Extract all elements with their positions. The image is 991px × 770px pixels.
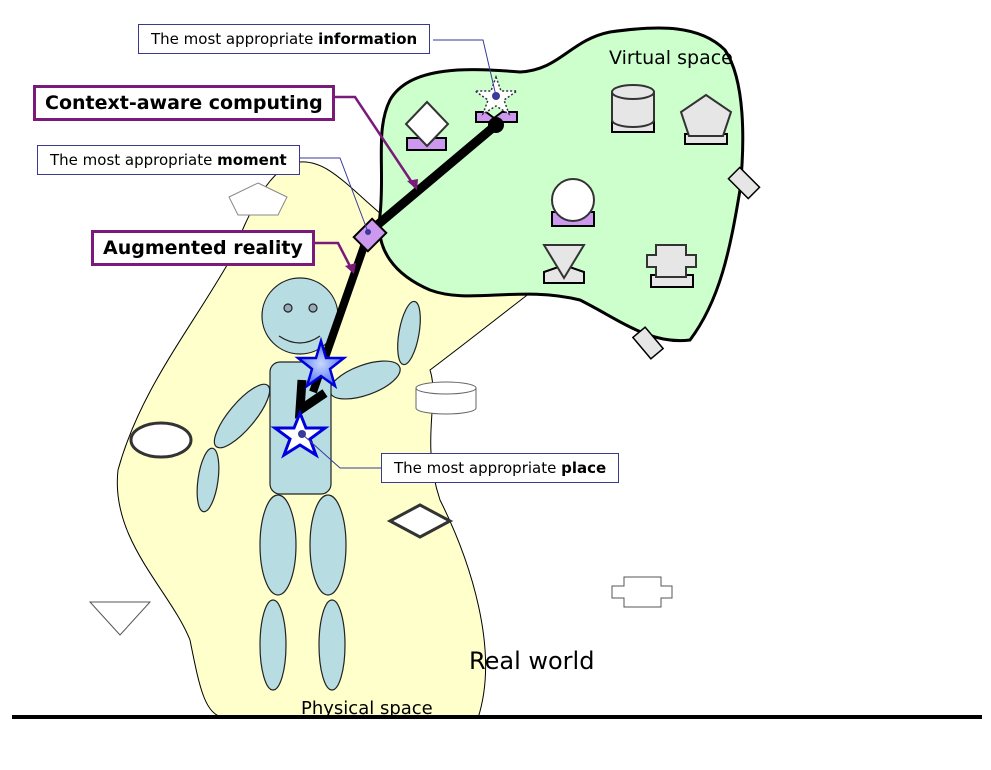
virtual-space-title: Virtual space [609,47,733,69]
information-leader [433,39,497,97]
place-leader [301,433,382,469]
information-label-bold: information [318,30,418,48]
augmented-reality-callout: Augmented reality [91,230,315,266]
virtual-diamond-object [404,100,450,151]
moment-label-bold: moment [217,151,287,169]
moment-marker [352,217,388,253]
virtual-triangle-object [542,244,586,284]
physical-space-title: Physical space [301,698,433,719]
information-label: The most appropriate information [138,24,431,54]
person-figure [196,277,421,691]
augmented-reality-arrow [307,241,354,271]
place-label-prefix: The most appropriate [394,459,562,477]
edge-marker-bottom [631,326,665,360]
ar-star-icon [294,336,348,390]
real-diamond [386,503,454,539]
moment-leader [298,157,369,233]
edge-marker-right [727,166,761,200]
virtual-circle-object [551,178,595,227]
real-cross [611,576,673,608]
context-aware-computing-callout: Context-aware computing [33,85,335,121]
context-link-beam [364,120,501,237]
virtual-cross-object [646,244,697,288]
real-pentagon [228,182,288,216]
real-triangle [88,601,152,636]
moment-label-prefix: The most appropriate [50,151,218,169]
real-ellipse [129,421,193,459]
real-cylinder [415,381,477,415]
real-world-title: Real world [469,647,595,675]
virtual-cylinder-object [611,84,655,133]
place-label-bold: place [561,459,607,477]
moment-label: The most appropriate moment [37,145,300,175]
place-label: The most appropriate place [381,453,620,483]
information-label-prefix: The most appropriate [151,30,319,48]
virtual-pentagon-object [679,93,733,145]
